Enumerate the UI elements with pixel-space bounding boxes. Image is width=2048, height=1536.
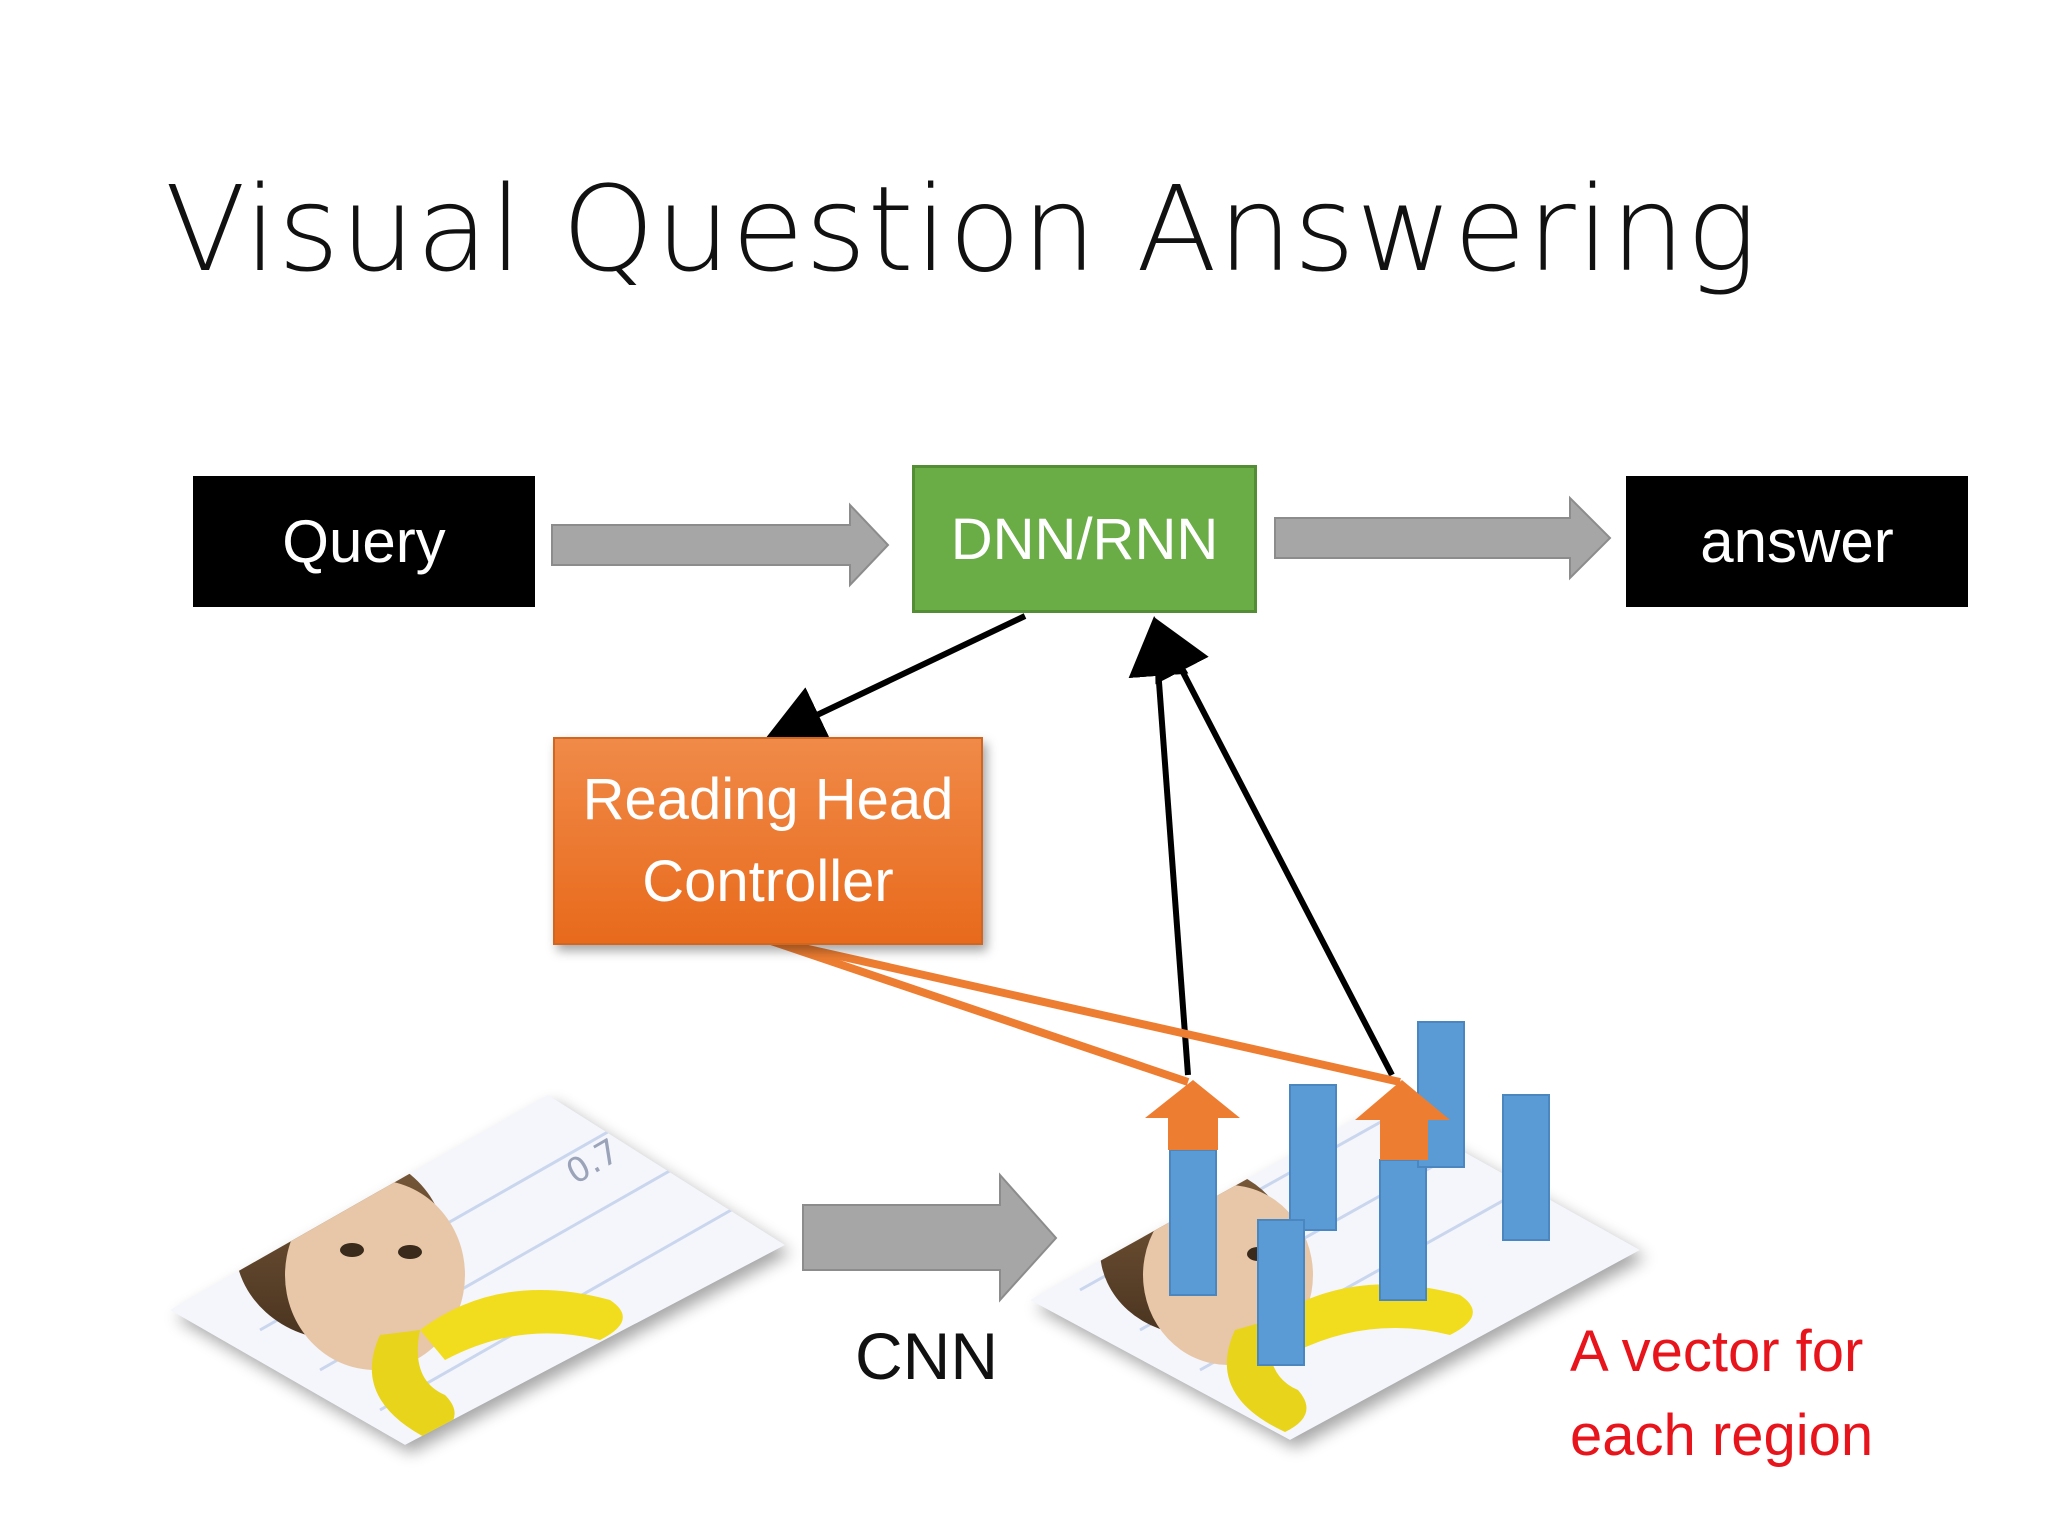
arrow-query-to-dnn (551, 502, 890, 588)
read-arrow-1 (1145, 1080, 1240, 1150)
read-line-2 (767, 936, 1401, 1086)
arrow-dnn-to-reader (764, 613, 1027, 742)
answer-box: answer (1626, 476, 1968, 607)
query-box: Query (193, 476, 535, 607)
region-vector-bar (1289, 1084, 1337, 1231)
input-image-left: 0.7 (170, 1095, 785, 1445)
region-vector-bar (1257, 1219, 1305, 1366)
read-line-1 (766, 936, 1190, 1086)
region-vector-bar (1502, 1094, 1550, 1241)
vector-annotation: A vector for each region (1570, 1310, 1873, 1478)
slide-title: Visual Question Answering (165, 160, 1759, 298)
arrow-region1-to-dnn (1128, 616, 1191, 1076)
reader-label-line1: Reading Head (582, 767, 954, 832)
vector-annotation-line2: each region (1570, 1403, 1874, 1468)
dnn-rnn-box: DNN/RNN (912, 465, 1257, 613)
arrow-region2-to-dnn (1154, 617, 1395, 1077)
cnn-label: CNN (855, 1319, 998, 1393)
arrow-cnn (802, 1172, 1058, 1303)
region-vector-bar (1169, 1149, 1217, 1296)
reader-label-line2: Controller (642, 849, 894, 914)
dnn-rnn-label: DNN/RNN (950, 506, 1219, 572)
answer-label: answer (1700, 508, 1894, 575)
read-arrow-2 (1355, 1080, 1450, 1160)
vector-annotation-line1: A vector for (1570, 1319, 1864, 1384)
region-vectors (1169, 1021, 1550, 1366)
query-label: Query (282, 508, 446, 575)
region-vector-bar (1379, 1159, 1427, 1301)
reading-head-controller-box: Reading Head Controller (553, 737, 983, 945)
arrow-dnn-to-answer (1274, 495, 1612, 581)
